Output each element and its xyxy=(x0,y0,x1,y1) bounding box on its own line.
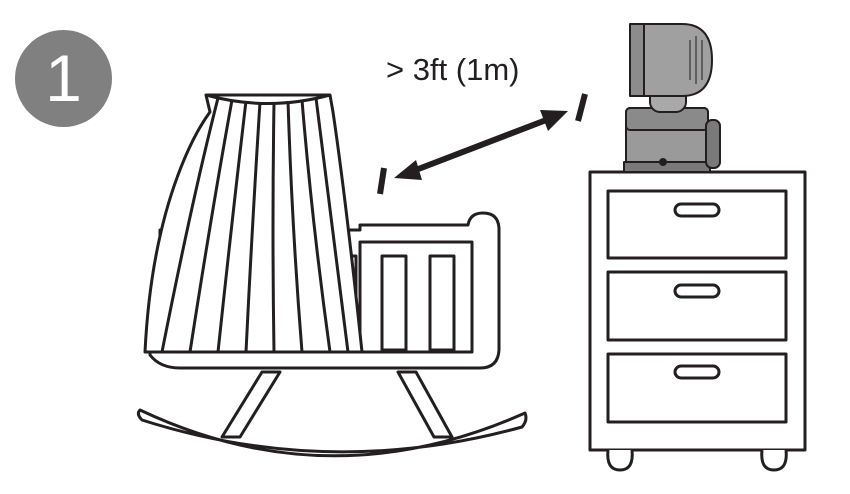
drawer-handle xyxy=(673,202,721,218)
crib-slat xyxy=(380,254,408,352)
drawer-handle xyxy=(673,364,721,380)
crib-canopy xyxy=(143,93,364,354)
camera-grille xyxy=(689,36,703,84)
wheel-right xyxy=(760,449,788,472)
drawer-bottom xyxy=(606,352,788,424)
arrowhead-left xyxy=(394,160,422,180)
tick-right xyxy=(575,93,588,122)
crib-slat xyxy=(428,254,456,352)
arrow-shaft xyxy=(406,114,556,176)
camera-button xyxy=(659,158,667,166)
distance-label: > 3ft (1m) xyxy=(386,52,520,87)
drawer-middle xyxy=(606,270,788,342)
camera-antenna xyxy=(705,119,721,169)
baby-camera-icon xyxy=(623,23,721,173)
crib-rocker xyxy=(136,408,528,458)
arrowhead-right xyxy=(540,110,568,131)
drawer-handle xyxy=(673,283,721,299)
tick-left xyxy=(377,167,387,195)
camera-face xyxy=(629,23,645,97)
step-number-badge: 1 xyxy=(15,30,112,127)
dresser-icon xyxy=(588,170,807,472)
crib-leg-right xyxy=(396,370,454,439)
camera-head xyxy=(631,23,713,97)
crib-leg-left xyxy=(220,370,282,439)
double-arrow-icon xyxy=(377,93,588,195)
drawer-top xyxy=(606,189,788,260)
camera-base-foot xyxy=(623,161,711,173)
wheel-left xyxy=(606,449,634,472)
